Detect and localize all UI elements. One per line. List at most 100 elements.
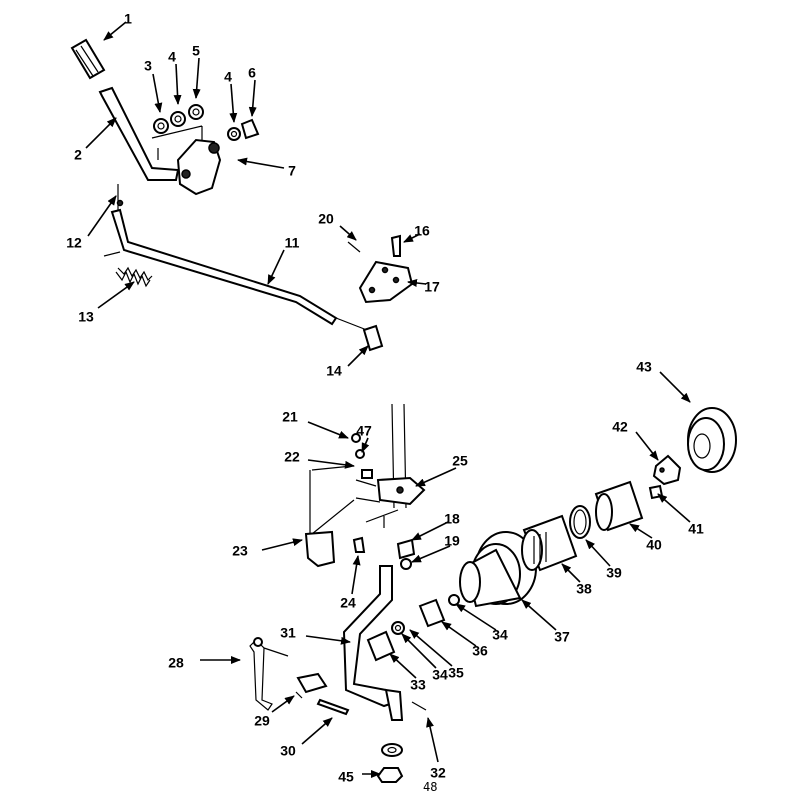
pivot-bracket: [176, 138, 222, 196]
retainer-plate: [648, 454, 682, 500]
callout-label: 1: [124, 11, 132, 27]
callout-leader: [441, 621, 477, 647]
callout-leader: [409, 629, 453, 667]
bearing-sleeve: [521, 514, 578, 572]
callout-leader: [87, 195, 117, 237]
callout-label: 16: [414, 223, 430, 239]
callout-label: 36: [472, 643, 488, 659]
callout-leader: [97, 281, 135, 309]
callout-leader: [229, 83, 238, 123]
callout-label: 45: [338, 769, 354, 785]
callout-leader: [455, 603, 497, 631]
callout-label: 42: [612, 419, 628, 435]
clevis: [295, 672, 328, 699]
callout-leader: [339, 225, 357, 241]
cotter: [411, 701, 427, 711]
callout-label: 32: [430, 765, 446, 781]
shift-rod: [103, 184, 338, 326]
drive-pulley: [687, 407, 737, 473]
callout-label: 39: [606, 565, 622, 581]
callout-leader: [307, 459, 355, 469]
lever-grip: [70, 38, 106, 80]
upper-bracket: [355, 476, 426, 506]
spacer-tube: [594, 480, 644, 532]
callout-leader: [411, 521, 449, 541]
callout-label: 41: [688, 521, 704, 537]
callout-label: 31: [280, 625, 296, 641]
callout-leader: [347, 345, 369, 367]
callout-label: 43: [636, 359, 652, 375]
callout-leader: [659, 371, 691, 403]
callout-leader: [561, 563, 581, 583]
callout-label: 4: [168, 49, 176, 65]
callout-label: 5: [192, 43, 200, 59]
callout-label: 7: [288, 163, 296, 179]
callout-leader: [173, 63, 182, 105]
page-number: 48: [423, 780, 437, 794]
callout-leader: [351, 555, 361, 595]
callout-label: 19: [444, 533, 460, 549]
callout-label: 34: [432, 667, 448, 683]
callout-leader: [401, 633, 437, 669]
callout-label: 17: [424, 279, 440, 295]
callout-label: 37: [554, 629, 570, 645]
callout-label: 29: [254, 713, 270, 729]
callout-leader: [585, 539, 611, 567]
callout-leader: [261, 538, 303, 551]
side-bracket: [304, 465, 355, 568]
callout-label: 18: [444, 511, 460, 527]
callout-label: 34: [492, 627, 508, 643]
callout-leader: [389, 653, 417, 679]
callout-label: 2: [74, 147, 82, 163]
callout-label: 23: [232, 543, 248, 559]
bushing: [366, 630, 396, 662]
callout-label: 12: [66, 235, 82, 251]
callout-label: 6: [248, 65, 256, 81]
callout-leader: [635, 431, 659, 461]
callout-leader: [657, 493, 691, 523]
callout-leader: [192, 57, 201, 99]
callout-leader: [103, 21, 127, 41]
callout-label: 35: [448, 665, 464, 681]
callout-leader: [521, 599, 557, 631]
small-hardware: [351, 433, 416, 570]
rod-end-link: [335, 317, 384, 352]
callout-label: 13: [78, 309, 94, 325]
callout-label: 38: [576, 581, 592, 597]
callout-leader: [407, 279, 427, 287]
callout-label: 3: [144, 58, 152, 74]
cam-lever: [342, 565, 404, 721]
callout-leader: [415, 467, 457, 487]
callout-label: 14: [326, 363, 342, 379]
callout-label: 22: [284, 449, 300, 465]
callout-leader: [361, 437, 370, 453]
washers-spacers: [391, 594, 460, 635]
callout-leader: [271, 695, 295, 713]
callout-label: 28: [168, 655, 184, 671]
callout-leader: [403, 233, 421, 243]
mount-plate: [347, 234, 414, 304]
callout-leader: [267, 249, 285, 285]
callout-leader: [426, 717, 439, 763]
callout-label: 40: [646, 537, 662, 553]
callout-leader: [248, 79, 257, 117]
callout-label: 30: [280, 743, 296, 759]
callout-label: 21: [282, 409, 298, 425]
shift-lever: [98, 86, 180, 181]
callout-label: 25: [452, 453, 468, 469]
callout-label: 33: [410, 677, 426, 693]
snap-ring: [569, 505, 591, 539]
callout-label: 24: [340, 595, 356, 611]
callout-leader: [629, 523, 653, 539]
callout-leader: [237, 157, 285, 169]
callout-leader: [307, 421, 349, 439]
callout-leader: [85, 117, 117, 149]
callout-label: 11: [285, 235, 300, 251]
torsion-spring: [249, 637, 289, 711]
callout-label: 20: [318, 211, 334, 227]
callout-leader: [411, 545, 451, 563]
callout-leader: [305, 635, 351, 645]
